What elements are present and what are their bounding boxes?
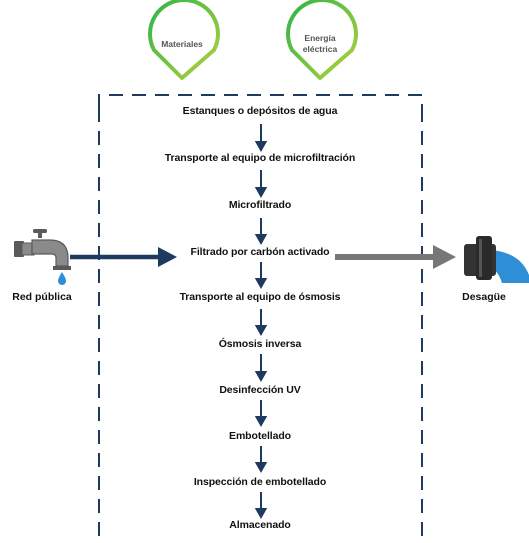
flow-arrow-1 xyxy=(254,124,268,153)
step-reverse-osmosis: Ósmosis inversa xyxy=(218,338,302,350)
faucet-icon xyxy=(14,229,71,285)
flow-arrow-6 xyxy=(254,354,268,383)
materials-label: Materiales xyxy=(161,39,203,49)
step-transport-osmosis: Transporte al equipo de ósmosis xyxy=(179,291,341,303)
system-boundary xyxy=(98,94,423,543)
flow-arrow-7 xyxy=(254,400,268,428)
flow-arrow-4 xyxy=(254,262,268,290)
step-uv-disinfection: Desinfección UV xyxy=(219,384,301,396)
step-bottling: Embotellado xyxy=(229,430,291,442)
step-bottling-inspection: Inspección de embotellado xyxy=(193,476,327,488)
flow-arrow-9 xyxy=(254,492,268,520)
flow-arrow-2 xyxy=(254,170,268,199)
drain-arrow xyxy=(335,245,456,269)
step-transport-microfiltration: Transporte al equipo de microfiltración xyxy=(164,152,356,164)
flow-arrow-5 xyxy=(254,309,268,337)
step-microfiltration: Microfiltrado xyxy=(228,199,292,211)
energy-label-line2: eléctrica xyxy=(302,44,338,54)
energy-label-line1: Energía xyxy=(304,33,336,43)
drain-label: Desagüe xyxy=(462,291,506,303)
step-carbon-filtration: Filtrado por carbón activado xyxy=(190,246,330,258)
source-label: Red pública xyxy=(12,291,72,303)
flow-arrow-8 xyxy=(254,446,268,474)
drain-pipe-icon xyxy=(464,236,529,283)
inflow-arrow xyxy=(70,247,177,267)
step-storage-tanks: Estanques o depósitos de agua xyxy=(182,105,338,117)
flow-arrow-3 xyxy=(254,218,268,246)
materials-pin-icon xyxy=(148,0,220,80)
energy-pin-icon xyxy=(286,0,358,80)
step-storage: Almacenado xyxy=(229,519,291,531)
flow-arrows xyxy=(254,124,268,520)
